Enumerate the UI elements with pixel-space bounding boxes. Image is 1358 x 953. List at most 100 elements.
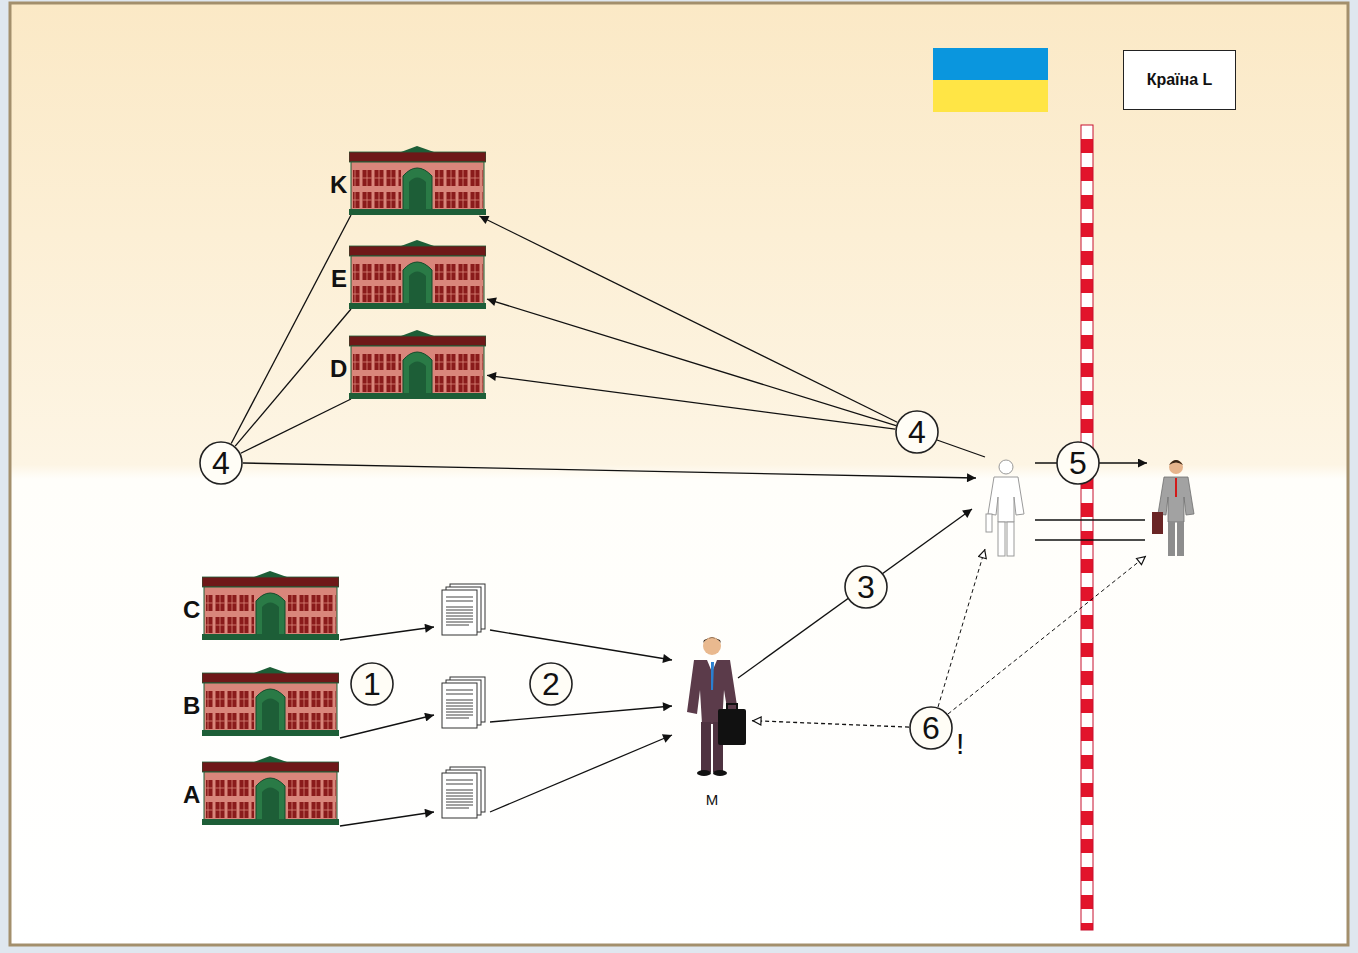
callout-circle: 2 (529, 662, 573, 706)
flow-line (490, 735, 672, 812)
ukraine-flag (933, 48, 1048, 80)
connector (241, 399, 351, 453)
callout-number: 3 (857, 571, 875, 603)
callout-circle-outline (910, 707, 952, 749)
callout-circle: 5 (1056, 441, 1100, 485)
building-drawing (349, 146, 486, 215)
document-stack (442, 584, 485, 818)
person-m-figure (703, 637, 721, 655)
building-drawing (202, 667, 339, 737)
building-drawing (349, 240, 486, 310)
building-drawing (349, 240, 486, 309)
connector (752, 721, 909, 727)
flow-line (243, 440, 1147, 826)
callout-circle-outline (200, 442, 242, 484)
dashed-line (948, 556, 1146, 714)
person-m-figure (711, 662, 714, 690)
ukraine-flag (933, 48, 1048, 112)
flow-line (243, 463, 976, 478)
connector (487, 299, 896, 425)
callout-number: 6 (922, 712, 940, 744)
dashed-line (938, 549, 985, 707)
building-drawing (202, 756, 339, 826)
ukraine-flag (933, 80, 1048, 112)
dashed-line (938, 549, 1146, 714)
callout-circle-outline (351, 663, 393, 705)
person-m-figure (697, 770, 711, 776)
person-grey-figure (1169, 460, 1183, 465)
callout-number: 4 (908, 416, 926, 448)
callout-circle: 4 (895, 410, 939, 454)
connector (235, 309, 351, 446)
flow-line (340, 715, 434, 738)
building: K (330, 146, 487, 216)
flow-line (340, 627, 434, 640)
person-m-figure (701, 722, 711, 772)
callout-circle-outline (530, 663, 572, 705)
connector (231, 215, 351, 444)
person-grey-figure (1168, 522, 1175, 556)
person-letter: M (706, 792, 719, 809)
person-m-figure (727, 704, 737, 709)
person-white-figure (986, 460, 1024, 556)
building-letter: D (330, 355, 347, 383)
building: B (183, 667, 340, 737)
person-m-figure (687, 637, 746, 776)
person-grey-figure (1158, 477, 1194, 522)
person-white-figure (999, 460, 1013, 474)
country-box: Країна L (1123, 50, 1236, 110)
person-grey-figure (1169, 460, 1183, 474)
border-pole (1081, 125, 1093, 930)
building: E (331, 240, 487, 310)
connector (487, 375, 895, 429)
callout-circle-outline (896, 411, 938, 453)
person-grey-figure (1152, 512, 1163, 534)
building-letter: E (331, 265, 347, 293)
building-letter: K (330, 171, 347, 199)
person-grey-figure (1177, 522, 1184, 556)
building-letter: B (183, 692, 200, 720)
flow-line (1035, 519, 1145, 520)
callout-circle: 6 (909, 706, 953, 750)
building-drawing (349, 330, 486, 399)
person-grey-figure (1175, 478, 1177, 497)
connector-group (231, 215, 909, 727)
building-letter: C (183, 596, 200, 624)
person-white-figure (998, 522, 1005, 556)
person-node: M (672, 630, 752, 808)
building-drawing (202, 571, 339, 640)
flow-line (738, 509, 972, 678)
person-m-figure (713, 770, 727, 776)
flow-line (490, 706, 672, 722)
building-drawing (202, 756, 339, 825)
person-white-figure (986, 514, 992, 532)
callout-number: 4 (212, 447, 230, 479)
callout-number: 1 (363, 668, 381, 700)
callout-number: 2 (542, 668, 560, 700)
country-name: Країна L (1147, 71, 1213, 89)
flow-line (1035, 539, 1145, 540)
flow-line (937, 440, 985, 457)
building-drawing (202, 571, 339, 641)
person-white-figure (1007, 522, 1014, 556)
flow-line (340, 812, 434, 826)
person-white-figure (988, 477, 1024, 522)
building-drawing (202, 667, 339, 736)
person-m-figure (718, 709, 746, 745)
note-mark: ! (956, 729, 964, 759)
building-drawing (349, 330, 486, 400)
building: A (183, 756, 340, 826)
callout-circle-outline (1057, 442, 1099, 484)
person-m-figure (703, 638, 721, 644)
flow-line (490, 630, 672, 660)
panel (10, 3, 1348, 945)
callout-circle-outline (845, 566, 887, 608)
document-stack (442, 677, 485, 728)
callout-number: 5 (1069, 447, 1087, 479)
callout-circle: 3 (844, 565, 888, 609)
document-stack (442, 767, 485, 818)
